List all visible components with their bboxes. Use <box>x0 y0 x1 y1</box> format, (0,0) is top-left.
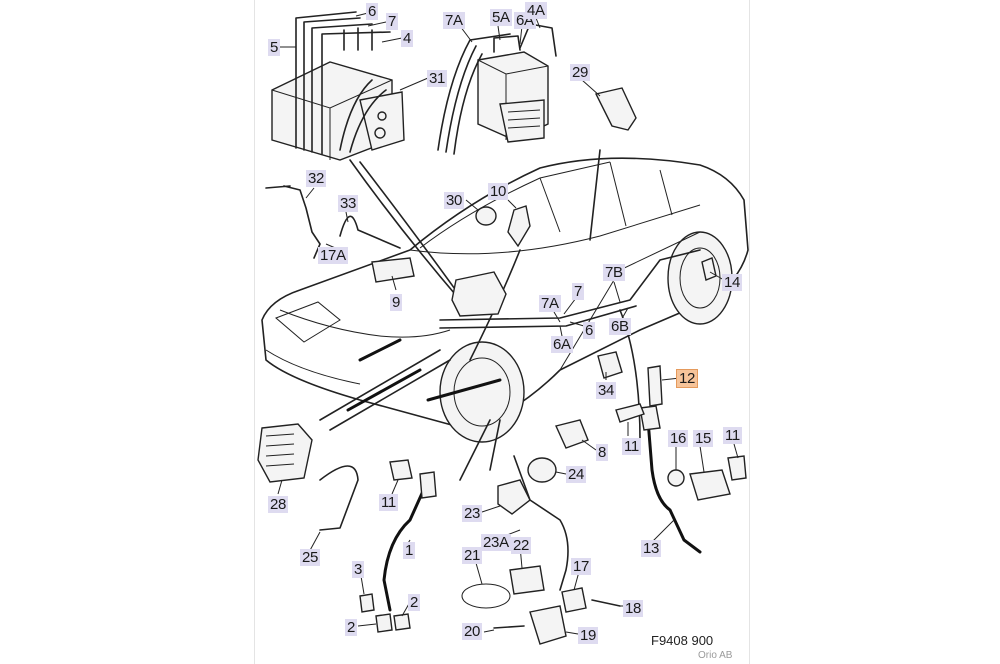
callout-7-mid[interactable]: 7 <box>572 283 585 300</box>
callout-11-left[interactable]: 11 <box>379 494 398 511</box>
abs-unit-left <box>271 11 405 161</box>
part-11-left <box>389 459 413 481</box>
callout-28[interactable]: 28 <box>268 496 289 513</box>
callout-4A[interactable]: 4A <box>525 2 547 19</box>
part-2-left <box>375 613 393 633</box>
part-2-right <box>393 613 411 631</box>
callout-19[interactable]: 19 <box>578 627 599 644</box>
callout-7A-mid[interactable]: 7A <box>539 295 561 312</box>
sensor-33 <box>339 215 401 249</box>
callout-5[interactable]: 5 <box>268 39 281 56</box>
callout-11-right[interactable]: 11 <box>622 438 641 455</box>
part-18 <box>591 599 621 607</box>
part-28 <box>257 423 313 483</box>
drawing-reference: F9408 900 <box>651 633 714 648</box>
copyright-text: Orio AB <box>698 650 733 661</box>
callout-24[interactable]: 24 <box>566 466 587 483</box>
car-body <box>261 157 749 443</box>
part-11-far <box>727 455 747 481</box>
callout-4[interactable]: 4 <box>401 30 414 47</box>
part-3 <box>359 593 375 613</box>
callout-6[interactable]: 6 <box>366 3 379 20</box>
part-24 <box>527 457 557 483</box>
callout-20[interactable]: 20 <box>462 623 483 640</box>
callout-30[interactable]: 30 <box>444 192 465 209</box>
callout-29[interactable]: 29 <box>570 64 591 81</box>
callout-8[interactable]: 8 <box>596 444 609 461</box>
callout-12[interactable]: 12 <box>676 369 699 388</box>
callout-34[interactable]: 34 <box>596 382 617 399</box>
part-8 <box>555 419 589 449</box>
part-11-right <box>615 403 645 423</box>
callout-6B[interactable]: 6B <box>609 318 631 335</box>
part-25 <box>319 465 359 531</box>
callout-33[interactable]: 33 <box>338 195 359 212</box>
relay-9 <box>371 257 415 283</box>
callout-23A[interactable]: 23A <box>481 534 511 551</box>
callout-2-right[interactable]: 2 <box>408 594 421 611</box>
callout-18[interactable]: 18 <box>623 600 644 617</box>
callout-2-left[interactable]: 2 <box>345 619 358 636</box>
part-23 <box>497 479 531 515</box>
brake-lines <box>319 149 701 481</box>
callout-13[interactable]: 13 <box>641 540 662 557</box>
callout-25[interactable]: 25 <box>300 549 321 566</box>
hose-13 <box>646 418 702 554</box>
part-30 <box>475 206 497 226</box>
callout-32[interactable]: 32 <box>306 170 327 187</box>
abs-on-car <box>451 271 507 317</box>
callout-9[interactable]: 9 <box>390 294 403 311</box>
part-15 <box>689 469 731 501</box>
line-23A <box>513 455 569 591</box>
callout-16[interactable]: 16 <box>668 430 689 447</box>
abs-unit-center <box>437 23 557 155</box>
part-22 <box>509 565 545 595</box>
callout-14[interactable]: 14 <box>722 274 743 291</box>
part-21 <box>461 583 511 609</box>
callout-7A-top[interactable]: 7A <box>443 12 465 29</box>
callout-6-mid[interactable]: 6 <box>583 322 596 339</box>
callout-5A-top[interactable]: 5A <box>490 9 512 26</box>
callout-31[interactable]: 31 <box>427 70 448 87</box>
bracket-29 <box>594 87 637 131</box>
part-20 <box>493 625 525 629</box>
callout-23[interactable]: 23 <box>462 505 483 522</box>
callout-21[interactable]: 21 <box>462 547 483 564</box>
part-19 <box>529 605 567 645</box>
part-17 <box>561 587 587 613</box>
callout-17[interactable]: 17 <box>571 558 592 575</box>
callout-6A-mid[interactable]: 6A <box>551 336 573 353</box>
callout-17A[interactable]: 17A <box>318 247 348 264</box>
callout-7B[interactable]: 7B <box>603 264 625 281</box>
callout-10[interactable]: 10 <box>488 183 509 200</box>
part-10 <box>507 205 531 248</box>
callout-7[interactable]: 7 <box>386 13 399 30</box>
part-34 <box>597 351 623 379</box>
callout-22[interactable]: 22 <box>511 537 532 554</box>
hose-1 <box>382 478 430 612</box>
callout-11-far[interactable]: 11 <box>723 427 742 444</box>
part-16 <box>667 469 685 487</box>
callout-15[interactable]: 15 <box>693 430 714 447</box>
part-12 <box>647 365 663 407</box>
callout-1[interactable]: 1 <box>403 542 416 559</box>
callout-3[interactable]: 3 <box>352 561 365 578</box>
sensor-32 <box>265 185 321 259</box>
